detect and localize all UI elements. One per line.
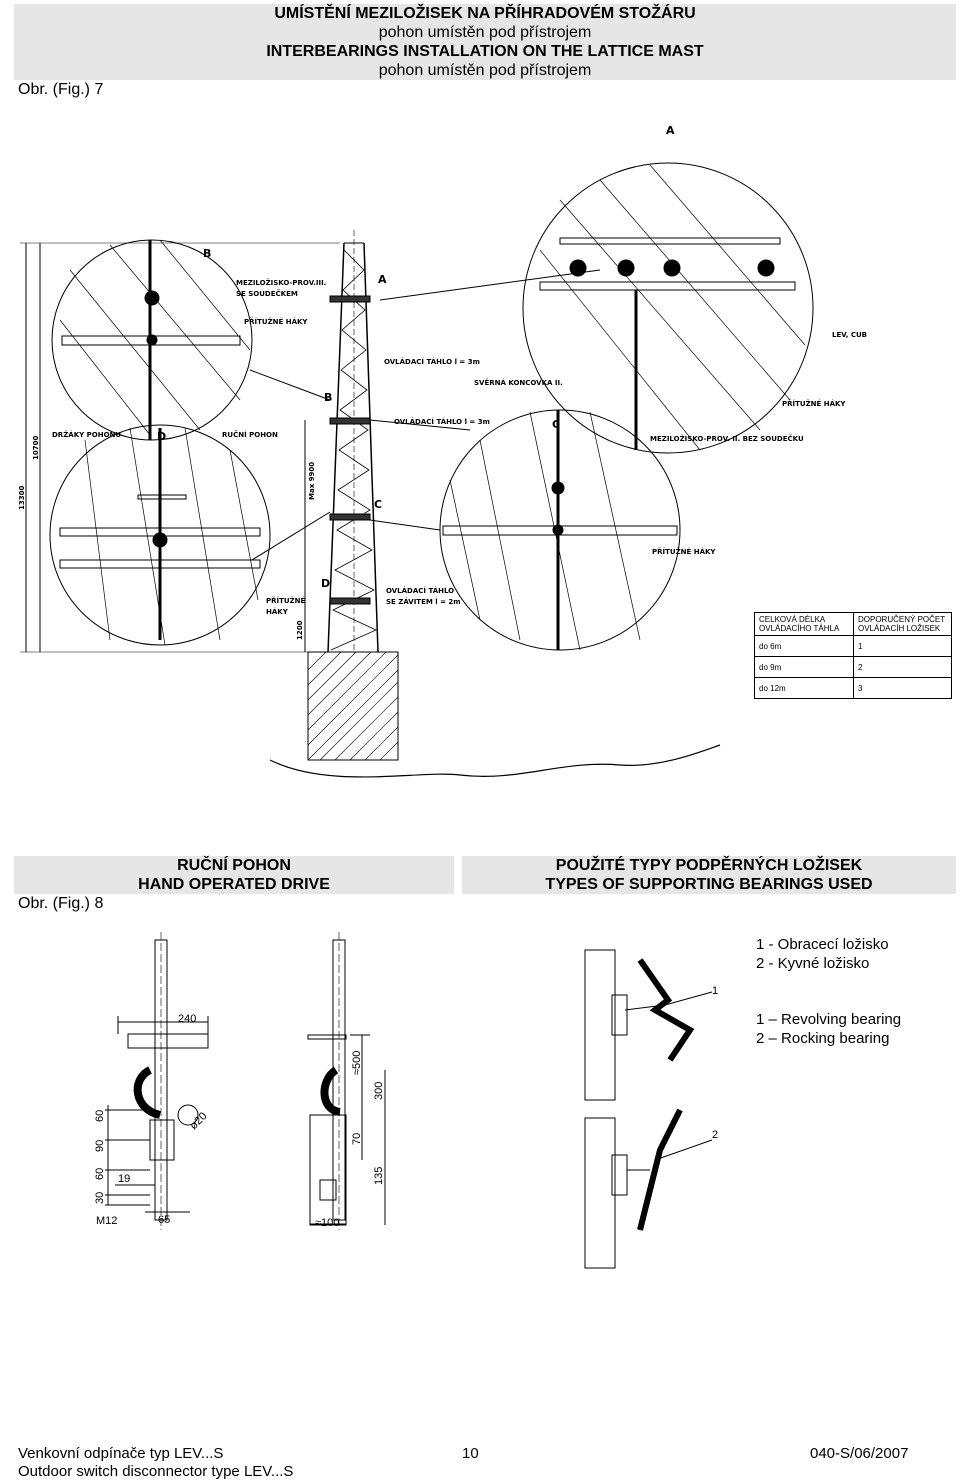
label-A: A xyxy=(378,273,387,286)
label-tahlo-2: OVLÁDACÍ TÁHLO l = 3m xyxy=(394,417,490,426)
dim-13300: 13300 xyxy=(18,486,26,510)
dim-60b: 60 xyxy=(94,1168,106,1180)
fig7-title-cz: UMÍSTĚNÍ MEZILOŽISEK NA PŘÍHRADOVÉM STOŽ… xyxy=(274,5,696,22)
label-A-top: A xyxy=(666,124,675,137)
fig7-label: Obr. (Fig.) 7 xyxy=(18,81,104,98)
dim-1200: 1200 xyxy=(296,620,304,640)
fig8-label: Obr. (Fig.) 8 xyxy=(18,895,104,912)
fig7-header: UMÍSTĚNÍ MEZILOŽISEK NA PŘÍHRADOVÉM STOŽ… xyxy=(14,4,956,80)
fig8-header-left: RUČNÍ POHON HAND OPERATED DRIVE xyxy=(14,856,454,894)
table-row: do 6m 1 xyxy=(754,635,952,657)
fig8-left-en: HAND OPERATED DRIVE xyxy=(138,876,330,893)
page-number: 10 xyxy=(462,1445,479,1462)
label-C-2: C xyxy=(374,498,382,511)
fig7-subtitle-en: pohon umístěn pod přístrojem xyxy=(378,62,592,79)
dim-phi20: ø20 xyxy=(188,1110,210,1132)
label-mezilozisko-ii: MEZILOŽISKO-PROV. II. BEZ SOUDEČKU xyxy=(650,434,804,443)
dim-300: 300 xyxy=(373,1082,385,1100)
label-haky: HÁKY xyxy=(266,607,289,616)
label-prituzne-haky-3: PŘÍTUŽNÉ HÁKY xyxy=(652,547,716,556)
dim-500: ≈500 xyxy=(351,1051,363,1075)
dim-70: 70 xyxy=(351,1133,363,1145)
table-row: do 9m 2 xyxy=(754,656,952,678)
label-sverna-koncovka: SVĚRNÁ KONCOVKA II. xyxy=(474,378,563,387)
label-ovladaci-tahlo: OVLÁDACÍ TÁHLO xyxy=(386,586,454,595)
footer-product-cz: Venkovní odpínače typ LEV...S xyxy=(18,1445,224,1462)
label-rucni-pohon: RUČNÍ POHON xyxy=(222,430,278,439)
label-B-2: B xyxy=(324,391,332,404)
dim-max9900: Max 9900 xyxy=(308,462,316,500)
label-prituzne: PŘÍTUŽNÉ xyxy=(266,596,306,605)
label-C: C xyxy=(552,418,560,431)
label-B: B xyxy=(203,247,211,260)
label-D-2: D xyxy=(321,577,330,590)
label-mezilozisko-iii: MEZILOŽISKO-PROV.III. xyxy=(236,278,326,287)
label-drzaky-pohonu: DRŽÁKY POHONU xyxy=(52,430,121,439)
dim-135: 135 xyxy=(373,1167,385,1185)
footer-doc-code: 040-S/06/2007 xyxy=(810,1445,909,1462)
footer-product-en: Outdoor switch disconnector type LEV...S xyxy=(18,1463,294,1480)
bearing-2-number: 2 xyxy=(712,1129,718,1141)
legend-en: 1 – Revolving bearing 2 – Rocking bearin… xyxy=(756,1011,902,1047)
fig7-title-en: INTERBEARINGS INSTALLATION ON THE LATTIC… xyxy=(266,43,704,60)
dim-30: 30 xyxy=(94,1192,106,1204)
fig8-left-cz: RUČNÍ POHON xyxy=(177,857,291,874)
table-header-count: DOPORUČENÝ POČET OVLÁDACÍH LOŽISEK xyxy=(853,612,952,636)
label-prituzne-haky-1: PŘÍTUŽNÉ HÁKY xyxy=(244,317,308,326)
fig8-right-cz: POUŽITÉ TYPY PODPĚRNÝCH LOŽISEK xyxy=(555,857,863,874)
bearing-count-table: CELKOVÁ DÉLKA OVLÁDACÍHO TÁHLA DOPORUČEN… xyxy=(754,612,952,699)
label-se-soudeckem: SE SOUDEČKEM xyxy=(236,289,298,298)
fig8-right-en: TYPES OF SUPPORTING BEARINGS USED xyxy=(545,876,873,893)
dim-100: ≈100 xyxy=(315,1217,339,1229)
dim-19: 19 xyxy=(118,1173,130,1185)
dim-90: 90 xyxy=(94,1140,106,1152)
dim-M12: M12 xyxy=(96,1215,117,1227)
label-tahlo-1: OVLÁDACÍ TÁHLO l = 3m xyxy=(384,357,480,366)
dim-240: 240 xyxy=(178,1013,196,1025)
dim-65: 65 xyxy=(158,1214,170,1226)
label-prituzne-haky-2: PŘÍTUŽNÉ HÁKY xyxy=(782,399,846,408)
dim-60: 60 xyxy=(94,1110,106,1122)
table-row: do 12m 3 xyxy=(754,677,952,699)
bearing-1-number: 1 xyxy=(712,985,718,997)
legend-cz: 1 - Obracecí ložisko 2 - Kyvné ložisko xyxy=(756,936,889,972)
label-D: D xyxy=(157,430,166,443)
label-se-zavitem: SE ZÁVITEM l = 2m xyxy=(386,597,461,606)
dim-10700: 10700 xyxy=(32,436,40,460)
fig8-header-right: POUŽITÉ TYPY PODPĚRNÝCH LOŽISEK TYPES OF… xyxy=(462,856,956,894)
fig7-subtitle-cz: pohon umístěn pod přístrojem xyxy=(378,24,592,41)
mast-drawing: A B A MEZILOŽISKO-PROV.III. SE SOUDEČKEM… xyxy=(18,124,867,778)
label-lev-cub: LEV, CUB xyxy=(832,331,867,339)
